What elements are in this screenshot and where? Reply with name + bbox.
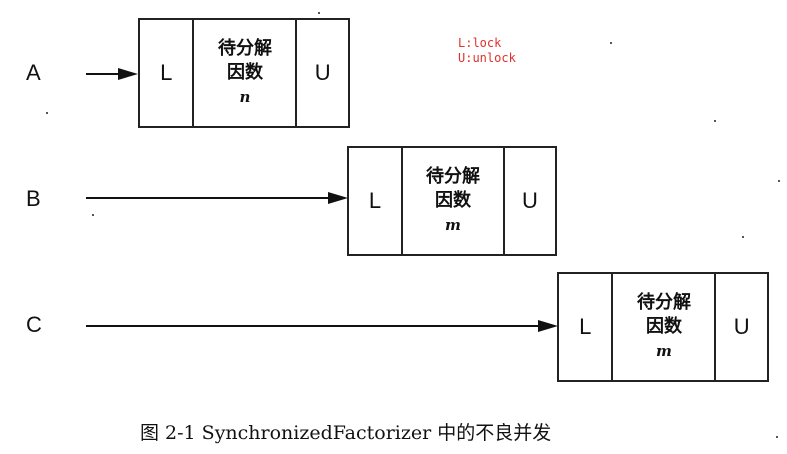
task-text-a-1: 待分解: [217, 38, 272, 59]
thread-label-c: C: [26, 312, 42, 337]
task-cell-c: 待分解 因数 m: [611, 274, 714, 380]
task-cell-a: 待分解 因数 n: [192, 20, 295, 126]
arrow-b: [86, 192, 348, 204]
task-var-c: m: [656, 342, 672, 360]
scan-speck: [776, 436, 778, 438]
arrow-c: [86, 320, 558, 332]
scan-speck: [318, 12, 320, 14]
lock-cell-c: L: [579, 314, 592, 339]
task-text-c-2: 因数: [645, 316, 682, 337]
scan-speck: [714, 120, 716, 122]
task-block-c: L 待分解 因数 m U: [557, 272, 769, 382]
scan-speck: [92, 214, 94, 216]
task-block-a: L 待分解 因数 n U: [138, 18, 350, 128]
thread-label-a: A: [26, 60, 41, 85]
task-cell-b: 待分解 因数 m: [400, 148, 503, 254]
unlock-cell-a: U: [295, 20, 348, 126]
unlock-cell-b: U: [502, 148, 555, 254]
task-text-b-1: 待分解: [425, 166, 480, 187]
scan-speck: [610, 42, 612, 44]
scan-speck: [46, 112, 48, 114]
task-var-a: n: [239, 88, 251, 106]
unlock-cell-c: U: [714, 274, 767, 380]
scan-speck: [778, 180, 780, 182]
task-var-b: m: [445, 216, 461, 234]
task-text-b-2: 因数: [434, 190, 471, 211]
thread-label-b: B: [26, 186, 41, 211]
lock-cell-a: L: [160, 60, 173, 85]
lock-cell-b: L: [368, 188, 382, 213]
arrow-a: [86, 68, 138, 80]
scan-speck: [742, 236, 744, 238]
legend-unlock: U:unlock: [458, 51, 516, 65]
task-text-c-1: 待分解: [636, 292, 691, 313]
task-block-b: L 待分解 因数 m U: [347, 146, 557, 256]
figure-caption: 图 2-1 SynchronizedFactorizer 中的不良并发: [140, 422, 552, 444]
legend-lock: L:lock: [458, 36, 502, 50]
legend: L:lock U:unlock: [458, 36, 516, 66]
task-text-a-2: 因数: [226, 62, 263, 83]
